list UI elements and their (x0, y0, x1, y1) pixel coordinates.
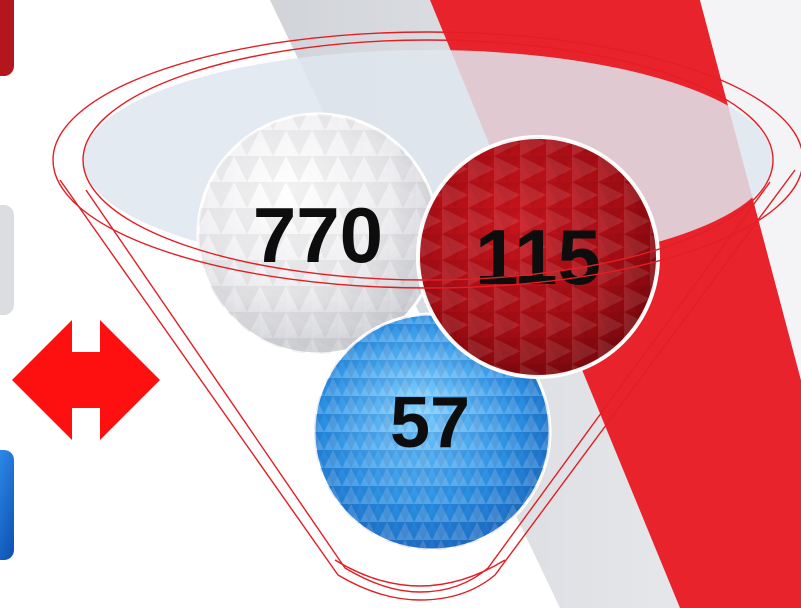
value-57: 57 (390, 383, 470, 463)
left-edge-cards (0, 0, 14, 560)
circle-silver (196, 112, 440, 356)
silver-card-edge (0, 205, 14, 315)
circle-dark-red (416, 135, 660, 379)
double-headed-arrow-icon (12, 320, 160, 440)
funnel-outline (52, 31, 801, 601)
red-card-edge (0, 0, 14, 76)
value-115: 115 (475, 213, 601, 301)
value-770: 770 (253, 191, 383, 279)
blue-card-edge (0, 450, 14, 560)
